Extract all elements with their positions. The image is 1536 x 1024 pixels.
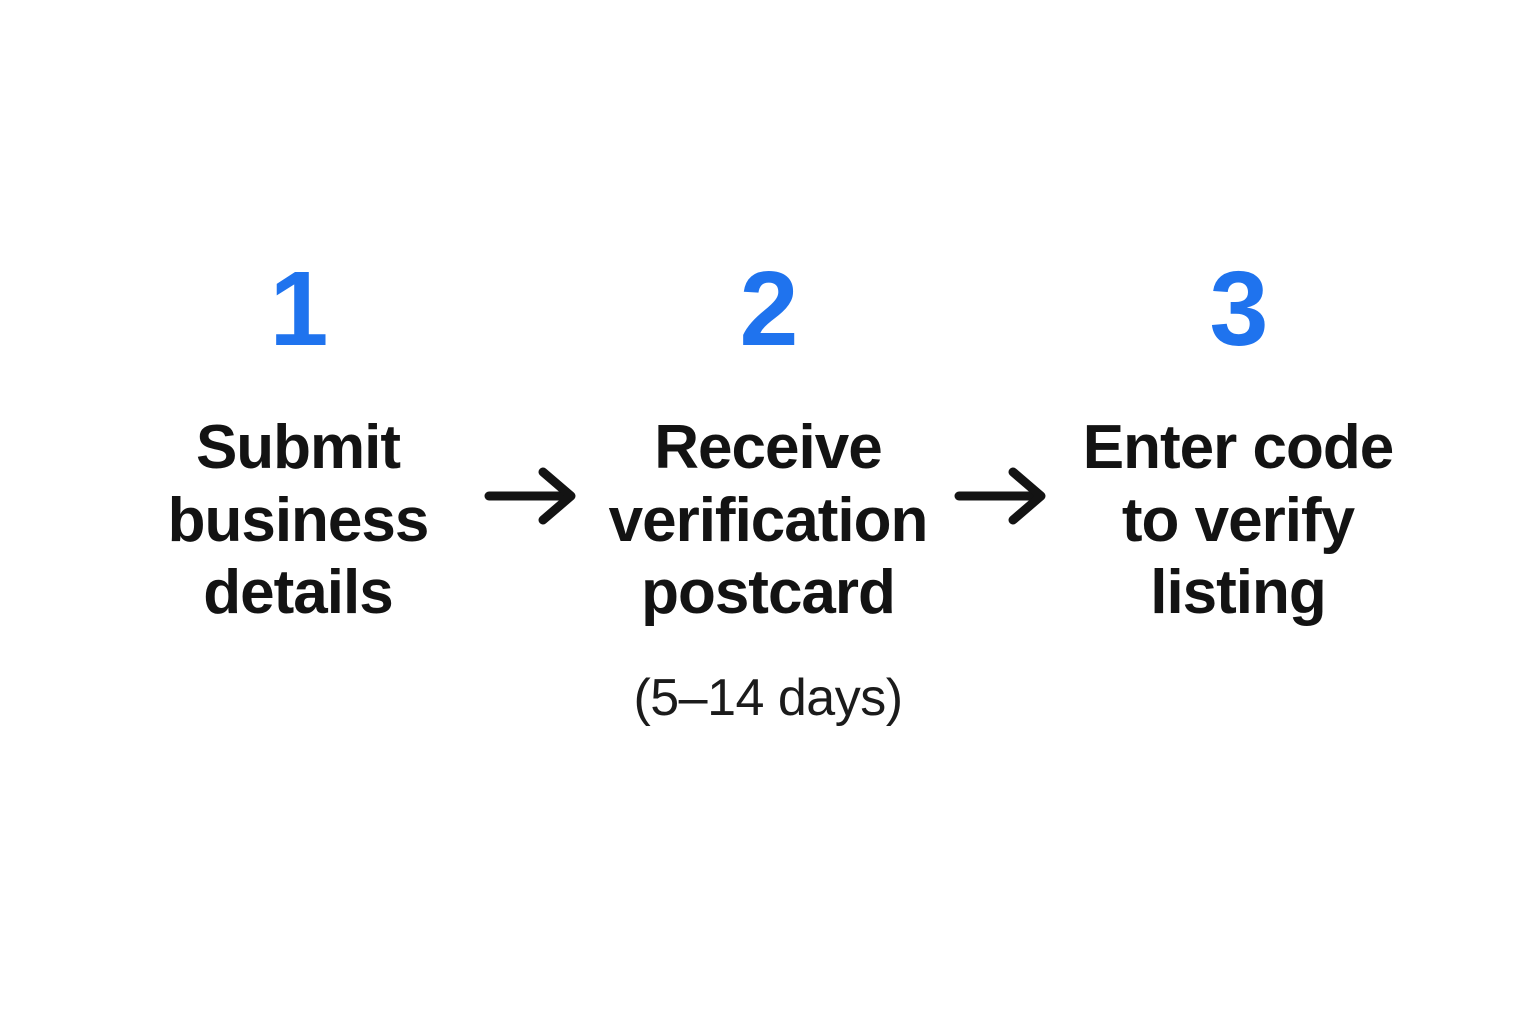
step-1-number: 1	[269, 250, 329, 368]
title-line: Receive	[654, 413, 882, 482]
arrow-right-icon	[473, 464, 593, 528]
arrow-right-icon	[943, 464, 1063, 528]
title-line: details	[203, 558, 393, 628]
title-line: Submit	[195, 413, 401, 482]
title-line: listing	[1150, 558, 1327, 628]
step-2-subtitle: (5–14 days)	[633, 668, 903, 727]
steps-flow: 1 Submit business details 2 Receive veri…	[123, 256, 1413, 727]
title-line: verification	[608, 485, 929, 555]
step-1: 1 Submit business details	[123, 256, 473, 630]
step-2: 2 Receive verification postcard (5–14 da…	[593, 256, 943, 727]
title-line: postcard	[641, 558, 896, 628]
title-line: to verify	[1121, 485, 1355, 555]
step-1-title: Submit business details	[123, 412, 473, 630]
step-3-title: Enter code to verify listing	[1063, 412, 1413, 630]
step-2-title: Receive verification postcard	[593, 412, 943, 630]
step-3: 3 Enter code to verify listing	[1063, 256, 1413, 630]
step-3-number: 3	[1209, 250, 1269, 368]
step-2-number: 2	[739, 250, 799, 368]
title-line: Enter code	[1082, 413, 1394, 482]
title-line: business	[167, 485, 430, 555]
